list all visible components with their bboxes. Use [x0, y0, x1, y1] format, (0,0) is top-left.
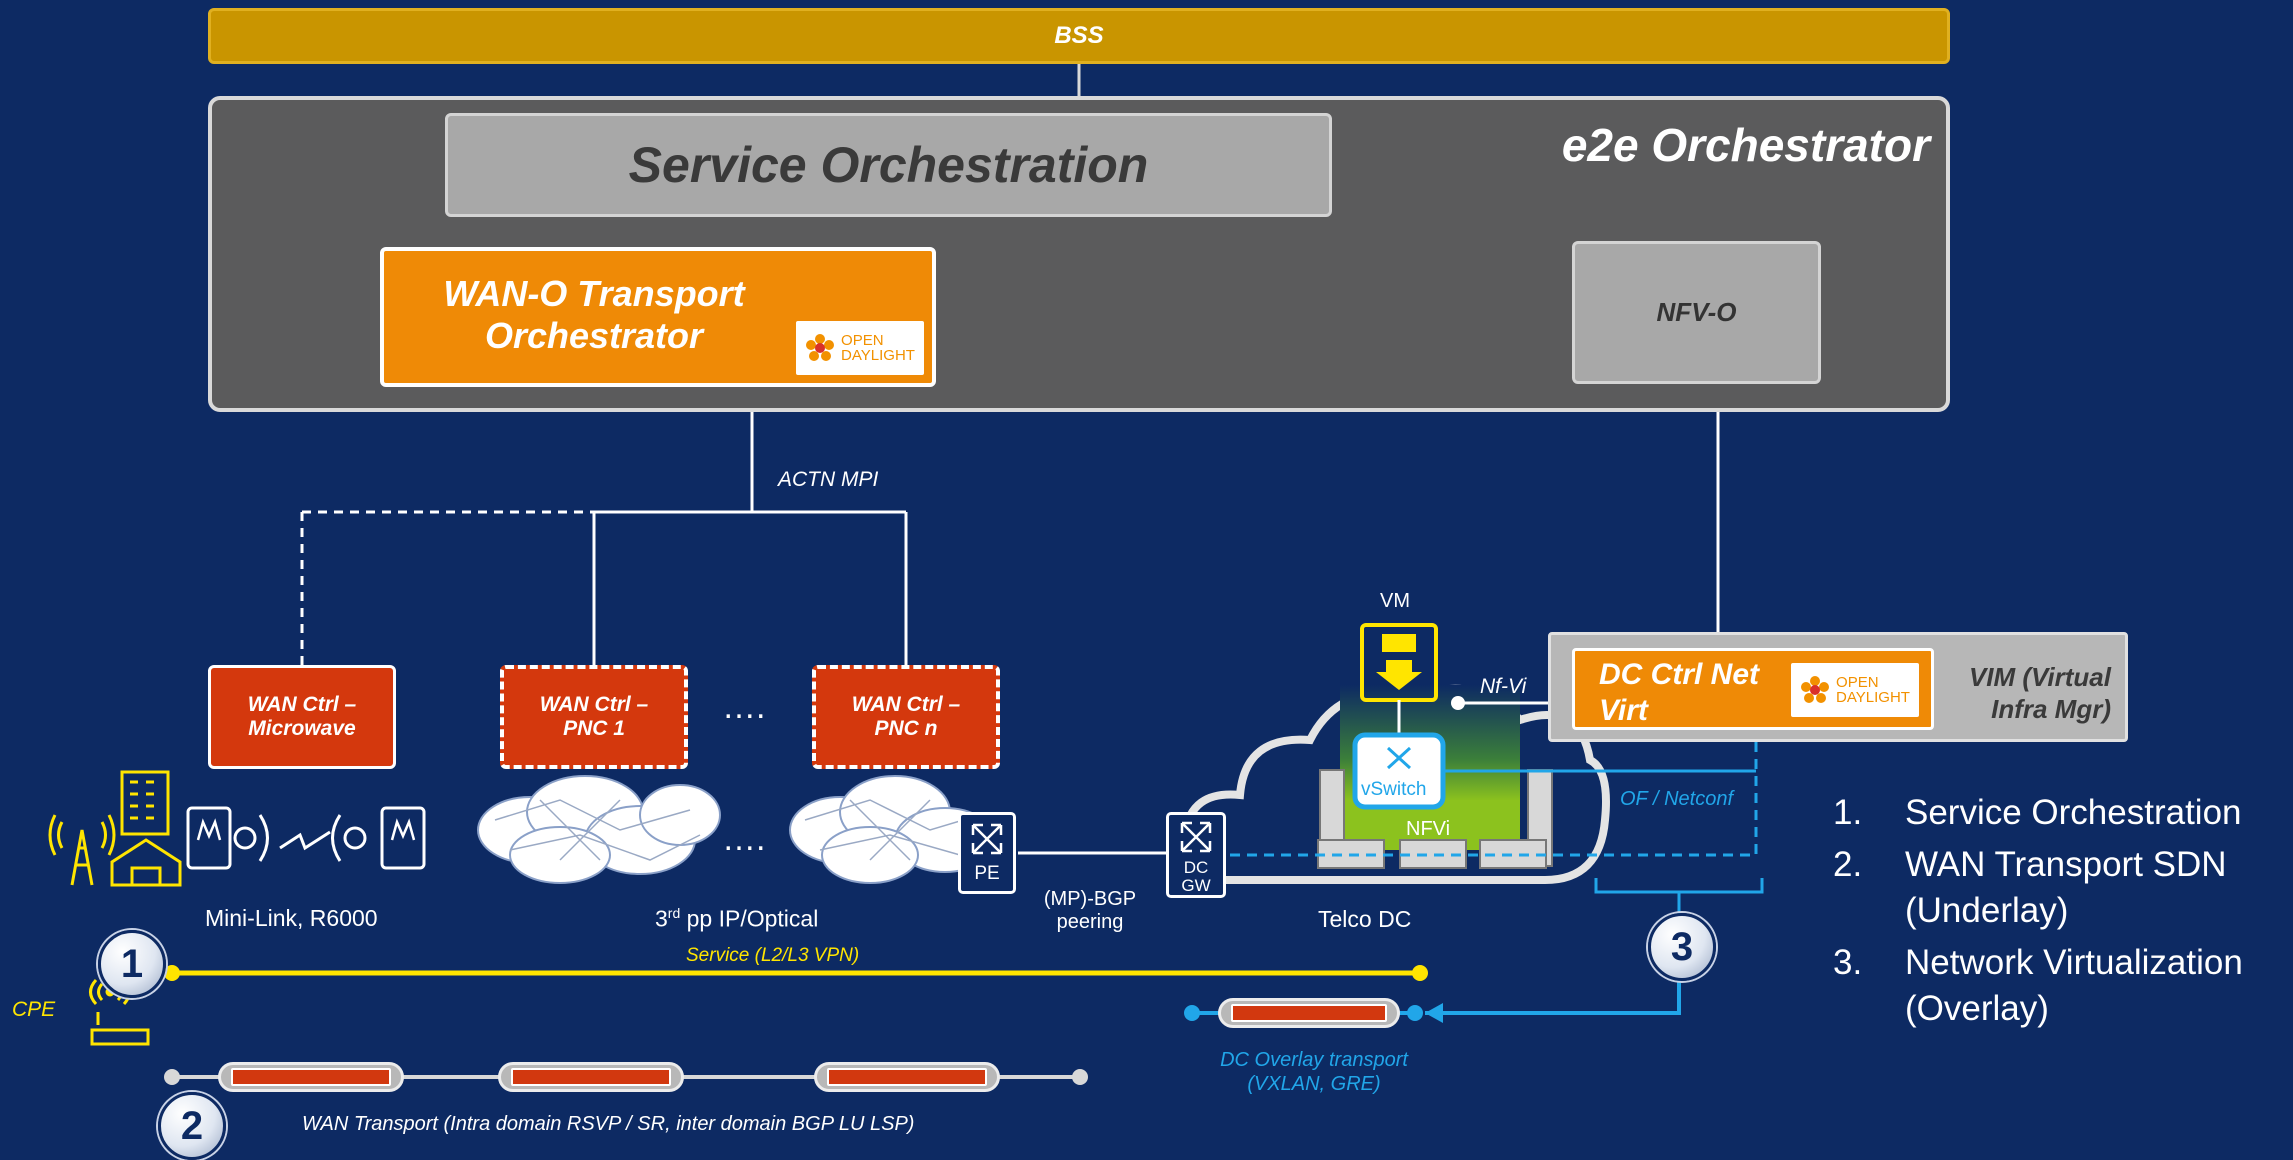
home-icon	[110, 838, 182, 887]
dc-gw-label: DC GW	[1181, 858, 1211, 895]
bss-label: BSS	[1054, 22, 1104, 49]
vswitch-label: vSwitch	[1361, 779, 1427, 800]
bss-bar[interactable]: BSS	[208, 8, 1950, 64]
cpe-label: CPE	[12, 998, 56, 1021]
wan-ctrl-microwave-box[interactable]: WAN Ctrl – Microwave	[208, 665, 396, 769]
badge-3: 3	[1648, 913, 1716, 981]
legend-item-3: 3. Network Virtualization (Overlay)	[1833, 940, 2293, 1032]
dc-gw-router[interactable]: DC GW	[1166, 812, 1226, 898]
pe-label: PE	[974, 863, 1000, 884]
router-arrows-icon	[971, 823, 1003, 855]
legend-item-2: 2. WAN Transport SDN (Underlay)	[1833, 842, 2293, 934]
controllers-ellipsis: ….	[722, 688, 766, 726]
opendaylight-flower-icon	[806, 334, 835, 361]
dc-ctrl-label: DC Ctrl Net Virt	[1599, 658, 1760, 727]
nfv-o-label: NFV-O	[1656, 297, 1737, 327]
wan-ctrl-pncn-label: WAN Ctrl – PNC n	[851, 693, 961, 740]
pe-router[interactable]: PE	[958, 812, 1016, 894]
nf-vi-label: Nf-Vi	[1480, 675, 1527, 698]
badge-2-label: 2	[180, 1103, 204, 1148]
wan-transport-tunnel-1	[218, 1062, 404, 1092]
service-orchestration-label: Service Orchestration	[628, 137, 1149, 193]
third-pp-sup: rd	[667, 905, 681, 921]
actn-mpi-label: ACTN MPI	[778, 468, 879, 491]
microwave-unit-left-icon	[186, 806, 232, 870]
wan-ctrl-pncn-box[interactable]: WAN Ctrl – PNC n	[812, 665, 1000, 769]
dc-overlay-line2: (VXLAN, GRE)	[1247, 1073, 1381, 1095]
wan-o-label: WAN-O Transport Orchestrator	[443, 273, 745, 356]
of-netconf-label: OF / Netconf	[1620, 788, 1734, 810]
vim-label: VIM (Virtual Infra Mgr)	[1968, 662, 2111, 724]
legend-text: WAN Transport SDN (Underlay)	[1905, 845, 2227, 930]
badge-2: 2	[158, 1092, 226, 1160]
badge-3-label: 3	[1670, 924, 1694, 969]
legend-item-1: 1. Service Orchestration	[1833, 790, 2293, 836]
legend-num: 2.	[1833, 845, 1863, 884]
third-pp-suffix: pp IP/Optical	[680, 905, 819, 932]
wan-ctrl-pnc1-label: WAN Ctrl – PNC 1	[539, 693, 649, 740]
wan-transport-tunnel-3	[814, 1062, 1000, 1092]
dc-overlay-tunnel	[1218, 998, 1400, 1028]
dc-overlay-line1: DC Overlay transport	[1220, 1049, 1408, 1071]
service-orchestration-box[interactable]: Service Orchestration	[445, 113, 1332, 217]
telco-dc-label: Telco DC	[1318, 906, 1412, 932]
legend-text: Network Virtualization (Overlay)	[1905, 943, 2243, 1028]
service-vpn-label: Service (L2/L3 VPN)	[686, 945, 860, 966]
vm-label: VM	[1380, 590, 1410, 612]
legend-num: 3.	[1833, 943, 1863, 982]
nfvi-label: NFVi	[1406, 818, 1451, 840]
odl-dc-line1: OPEN	[1836, 674, 1879, 691]
ip-optical-cloud-1	[477, 775, 721, 884]
office-building-icon	[120, 770, 170, 836]
legend-num: 1.	[1833, 793, 1863, 832]
legend-text: Service Orchestration	[1905, 793, 2242, 832]
wan-ctrl-microwave-label: WAN Ctrl – Microwave	[247, 693, 357, 740]
legend: 1. Service Orchestration 2. WAN Transport …	[1833, 790, 2293, 1032]
ip-optical-ellipsis: ….	[722, 820, 766, 858]
wan-transport-label: WAN Transport (Intra domain RSVP / SR, i…	[302, 1113, 915, 1135]
wan-transport-tunnel-2	[498, 1062, 684, 1092]
dc-overlay-label: DC Overlay transport (VXLAN, GRE)	[1194, 1048, 1434, 1096]
third-pp-prefix: 3	[655, 905, 668, 932]
third-pp-label: 3rd pp IP/Optical	[655, 905, 818, 933]
mini-link-label: Mini-Link, R6000	[205, 905, 378, 931]
microwave-unit-right-icon	[380, 806, 426, 870]
badge-1: 1	[98, 930, 166, 998]
wan-ctrl-pnc1-box[interactable]: WAN Ctrl – PNC 1	[500, 665, 688, 769]
odl-line1: OPEN	[841, 332, 884, 349]
e2e-orchestrator-title: e2e Orchestrator	[1561, 119, 1930, 171]
radio-tower-icon	[48, 814, 116, 886]
nfv-o-box[interactable]: NFV-O	[1572, 241, 1821, 384]
bgp-peering-label: (MP)-BGP peering	[1043, 888, 1137, 933]
odl-line2: DAYLIGHT	[841, 347, 915, 364]
odl-dc-line2: DAYLIGHT	[1836, 689, 1910, 706]
router-arrows-icon	[1180, 821, 1212, 853]
opendaylight-flower-icon	[1801, 676, 1830, 703]
badge-1-label: 1	[120, 941, 144, 986]
